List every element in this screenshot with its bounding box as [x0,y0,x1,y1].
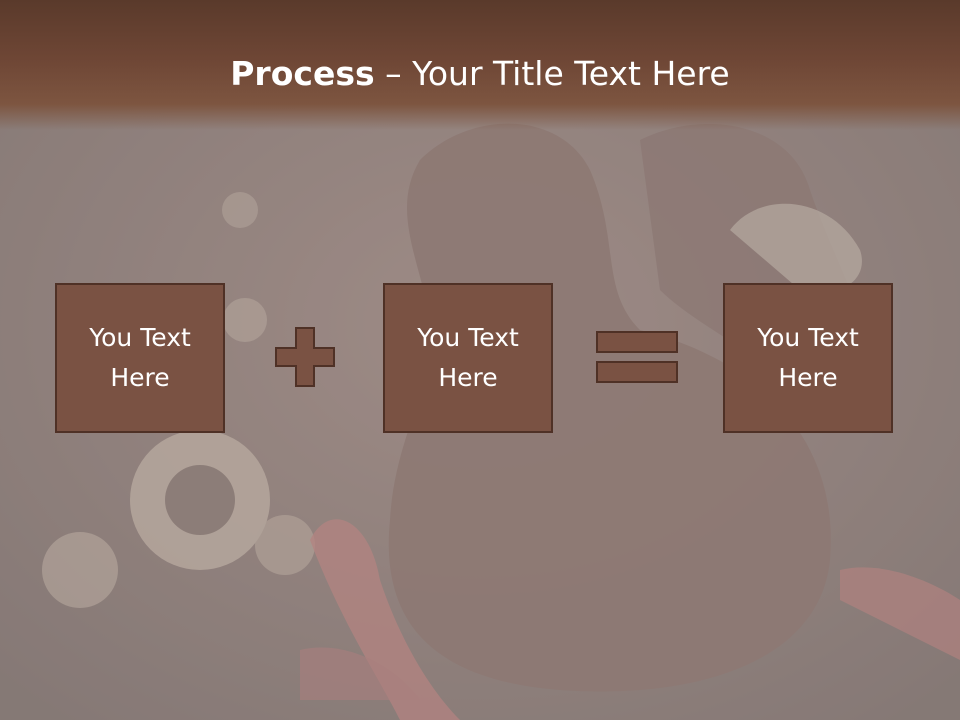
slide-title: Process – Your Title Text Here [0,54,960,94]
process-box-1[interactable]: You Text Here [55,283,225,433]
process-box-2[interactable]: You Text Here [383,283,553,433]
title-rest: – Your Title Text Here [374,54,730,93]
process-box-1-text: You Text Here [89,323,191,392]
equals-sign-icon [596,331,678,383]
process-box-3[interactable]: You Text Here [723,283,893,433]
title-bar [0,0,960,130]
process-box-3-text: You Text Here [757,323,859,392]
plus-sign-icon [275,327,335,387]
title-bold: Process [230,54,375,93]
process-box-2-text: You Text Here [417,323,519,392]
